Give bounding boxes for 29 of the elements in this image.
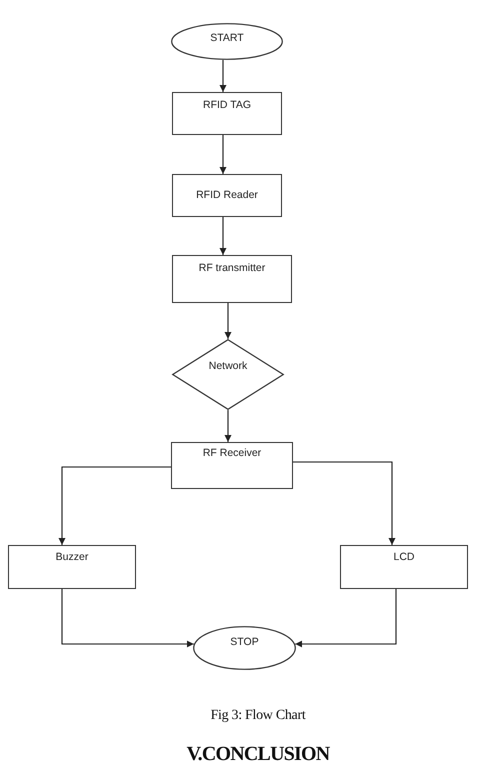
decision-diamond (172, 339, 284, 410)
process-box (172, 255, 292, 303)
arrow (220, 135, 226, 174)
process-box (171, 442, 293, 489)
terminal-oval (171, 23, 283, 60)
arrow (224, 410, 232, 442)
arrow (58, 466, 171, 545)
arrow (61, 589, 194, 648)
terminal-oval (193, 626, 296, 670)
node-label: RF Receiver (202, 447, 262, 459)
arrow (224, 303, 232, 339)
process-box (172, 174, 282, 217)
node-label: RF transmitter (198, 262, 266, 274)
section-heading: V.CONCLUSION (186, 743, 330, 766)
node-label: Network (208, 360, 248, 372)
arrow (220, 217, 226, 255)
node-label: RFID Reader (196, 189, 258, 201)
process-box (172, 92, 282, 135)
figure-caption: Fig 3: Flow Chart (210, 708, 306, 724)
node-label: RFID TAG (202, 99, 252, 111)
node-label: Buzzer (56, 551, 88, 563)
process-box (340, 545, 468, 589)
node-label: STOP (230, 636, 259, 648)
arrow (295, 589, 397, 648)
arrow (220, 60, 226, 92)
node-label: LCD (394, 551, 414, 563)
process-box (8, 545, 136, 589)
node-label: START (210, 32, 244, 44)
arrow (293, 461, 396, 545)
